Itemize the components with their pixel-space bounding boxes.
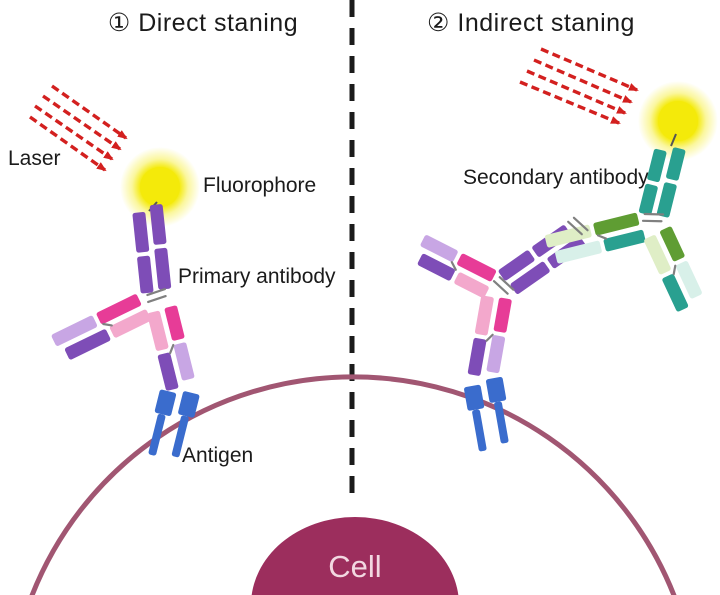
disulfide-tick [450, 261, 457, 271]
laser-arrow [519, 80, 621, 125]
laser-arrow [540, 47, 639, 92]
binding-bracket [567, 216, 589, 236]
primary-antibody-left [51, 204, 195, 391]
antibody-segment [676, 261, 702, 299]
fc-limb [638, 147, 686, 218]
fab-limb-right [644, 226, 702, 312]
fc-limb [132, 204, 172, 294]
antibody-segment [644, 235, 671, 275]
hinge-bond [498, 276, 515, 291]
antibody-segment [96, 294, 142, 325]
antibody-segment [593, 212, 640, 236]
antibody-segment [544, 224, 592, 248]
antibody-segment [467, 337, 487, 376]
fab-limb-left [417, 235, 497, 298]
antigen-post [148, 413, 166, 456]
binding-bond [572, 216, 589, 232]
antigen-post [472, 409, 487, 452]
laser-arrow [34, 104, 114, 161]
antibody-segment [498, 250, 535, 281]
right-panel-title: ② Indirect staning [427, 9, 635, 37]
antigen-head [154, 389, 177, 416]
fluorophore-linker [670, 133, 677, 147]
hinge-bond [492, 280, 509, 295]
antibody-segment [647, 148, 667, 183]
fluorophore-icon [658, 101, 698, 141]
hinge-bond [147, 294, 167, 304]
disulfide-tick [485, 333, 494, 342]
antibody-segment [173, 342, 195, 381]
antibody-segment [51, 315, 98, 346]
antibody-segment [154, 247, 172, 290]
cell-label: Cell [328, 549, 381, 584]
antigen-post [494, 401, 509, 444]
cell-membrane-arc [29, 374, 677, 595]
antibody-segment [474, 295, 494, 336]
disulfide-tick [169, 343, 175, 355]
antibody-segment [486, 335, 506, 374]
laser-label: Laser [8, 147, 61, 170]
antibody-segment [603, 229, 646, 252]
disulfide-tick [596, 234, 608, 240]
antibody-segment [420, 235, 458, 262]
disulfide-tick [672, 264, 677, 276]
primary-antibody-label: Primary antibody [178, 265, 336, 288]
binding-bond [567, 220, 583, 236]
hinge-bond [641, 219, 663, 223]
antibody-segment [64, 329, 111, 360]
antibody-segment [510, 261, 550, 294]
antibody-segment [109, 309, 151, 338]
antibody-segment [164, 305, 185, 341]
antigen-left [148, 389, 200, 458]
antibody-segment [660, 226, 685, 262]
hinge-ladder [492, 276, 515, 295]
antigen-head [486, 376, 507, 403]
antigen-right [464, 376, 509, 452]
laser-arrow [526, 69, 627, 115]
antibody-segment [132, 211, 150, 253]
antibody-segment [662, 274, 689, 312]
antigen-label: Antigen [182, 444, 253, 467]
antibody-segment [417, 253, 455, 281]
antibody-segment [555, 240, 602, 264]
hinge-ladder [641, 212, 665, 223]
disulfide-tick [102, 322, 113, 327]
antibody-segment [666, 147, 686, 181]
cell-body [251, 517, 459, 595]
secondary-antibody [544, 147, 702, 312]
antibody-segment [638, 183, 658, 216]
antigen-head [464, 384, 485, 411]
fab-limb-left [544, 212, 646, 264]
fab-limb-down [467, 295, 512, 376]
antibody-segment [454, 272, 489, 298]
fluorophore-label: Fluorophore [203, 174, 316, 197]
antigen-post [171, 415, 189, 458]
hinge-bond [643, 212, 665, 216]
laser-arrow [51, 84, 128, 140]
fluorophore-icon [140, 167, 180, 207]
antibody-segment [493, 297, 512, 333]
antibody-segment [656, 182, 677, 218]
antibody-segment [147, 310, 169, 351]
antibody-segment [157, 352, 179, 391]
hinge-bond [146, 288, 167, 297]
secondary-antibody-label: Secondary antibody [463, 166, 649, 189]
laser-arrow [29, 115, 107, 172]
laser-arrow [533, 58, 633, 104]
antibody-segment [149, 204, 167, 245]
laser-beam-right [519, 47, 639, 125]
antigen-head [178, 391, 200, 418]
antibody-segment [457, 253, 497, 282]
fab-limb-down [147, 305, 195, 391]
laser-arrow [42, 94, 122, 151]
left-panel-title: ① Direct staning [108, 9, 298, 37]
fab-limb-left [51, 294, 151, 360]
hinge-ladder [146, 288, 167, 304]
laser-beam-left [29, 84, 128, 172]
antibody-segment [137, 255, 154, 294]
